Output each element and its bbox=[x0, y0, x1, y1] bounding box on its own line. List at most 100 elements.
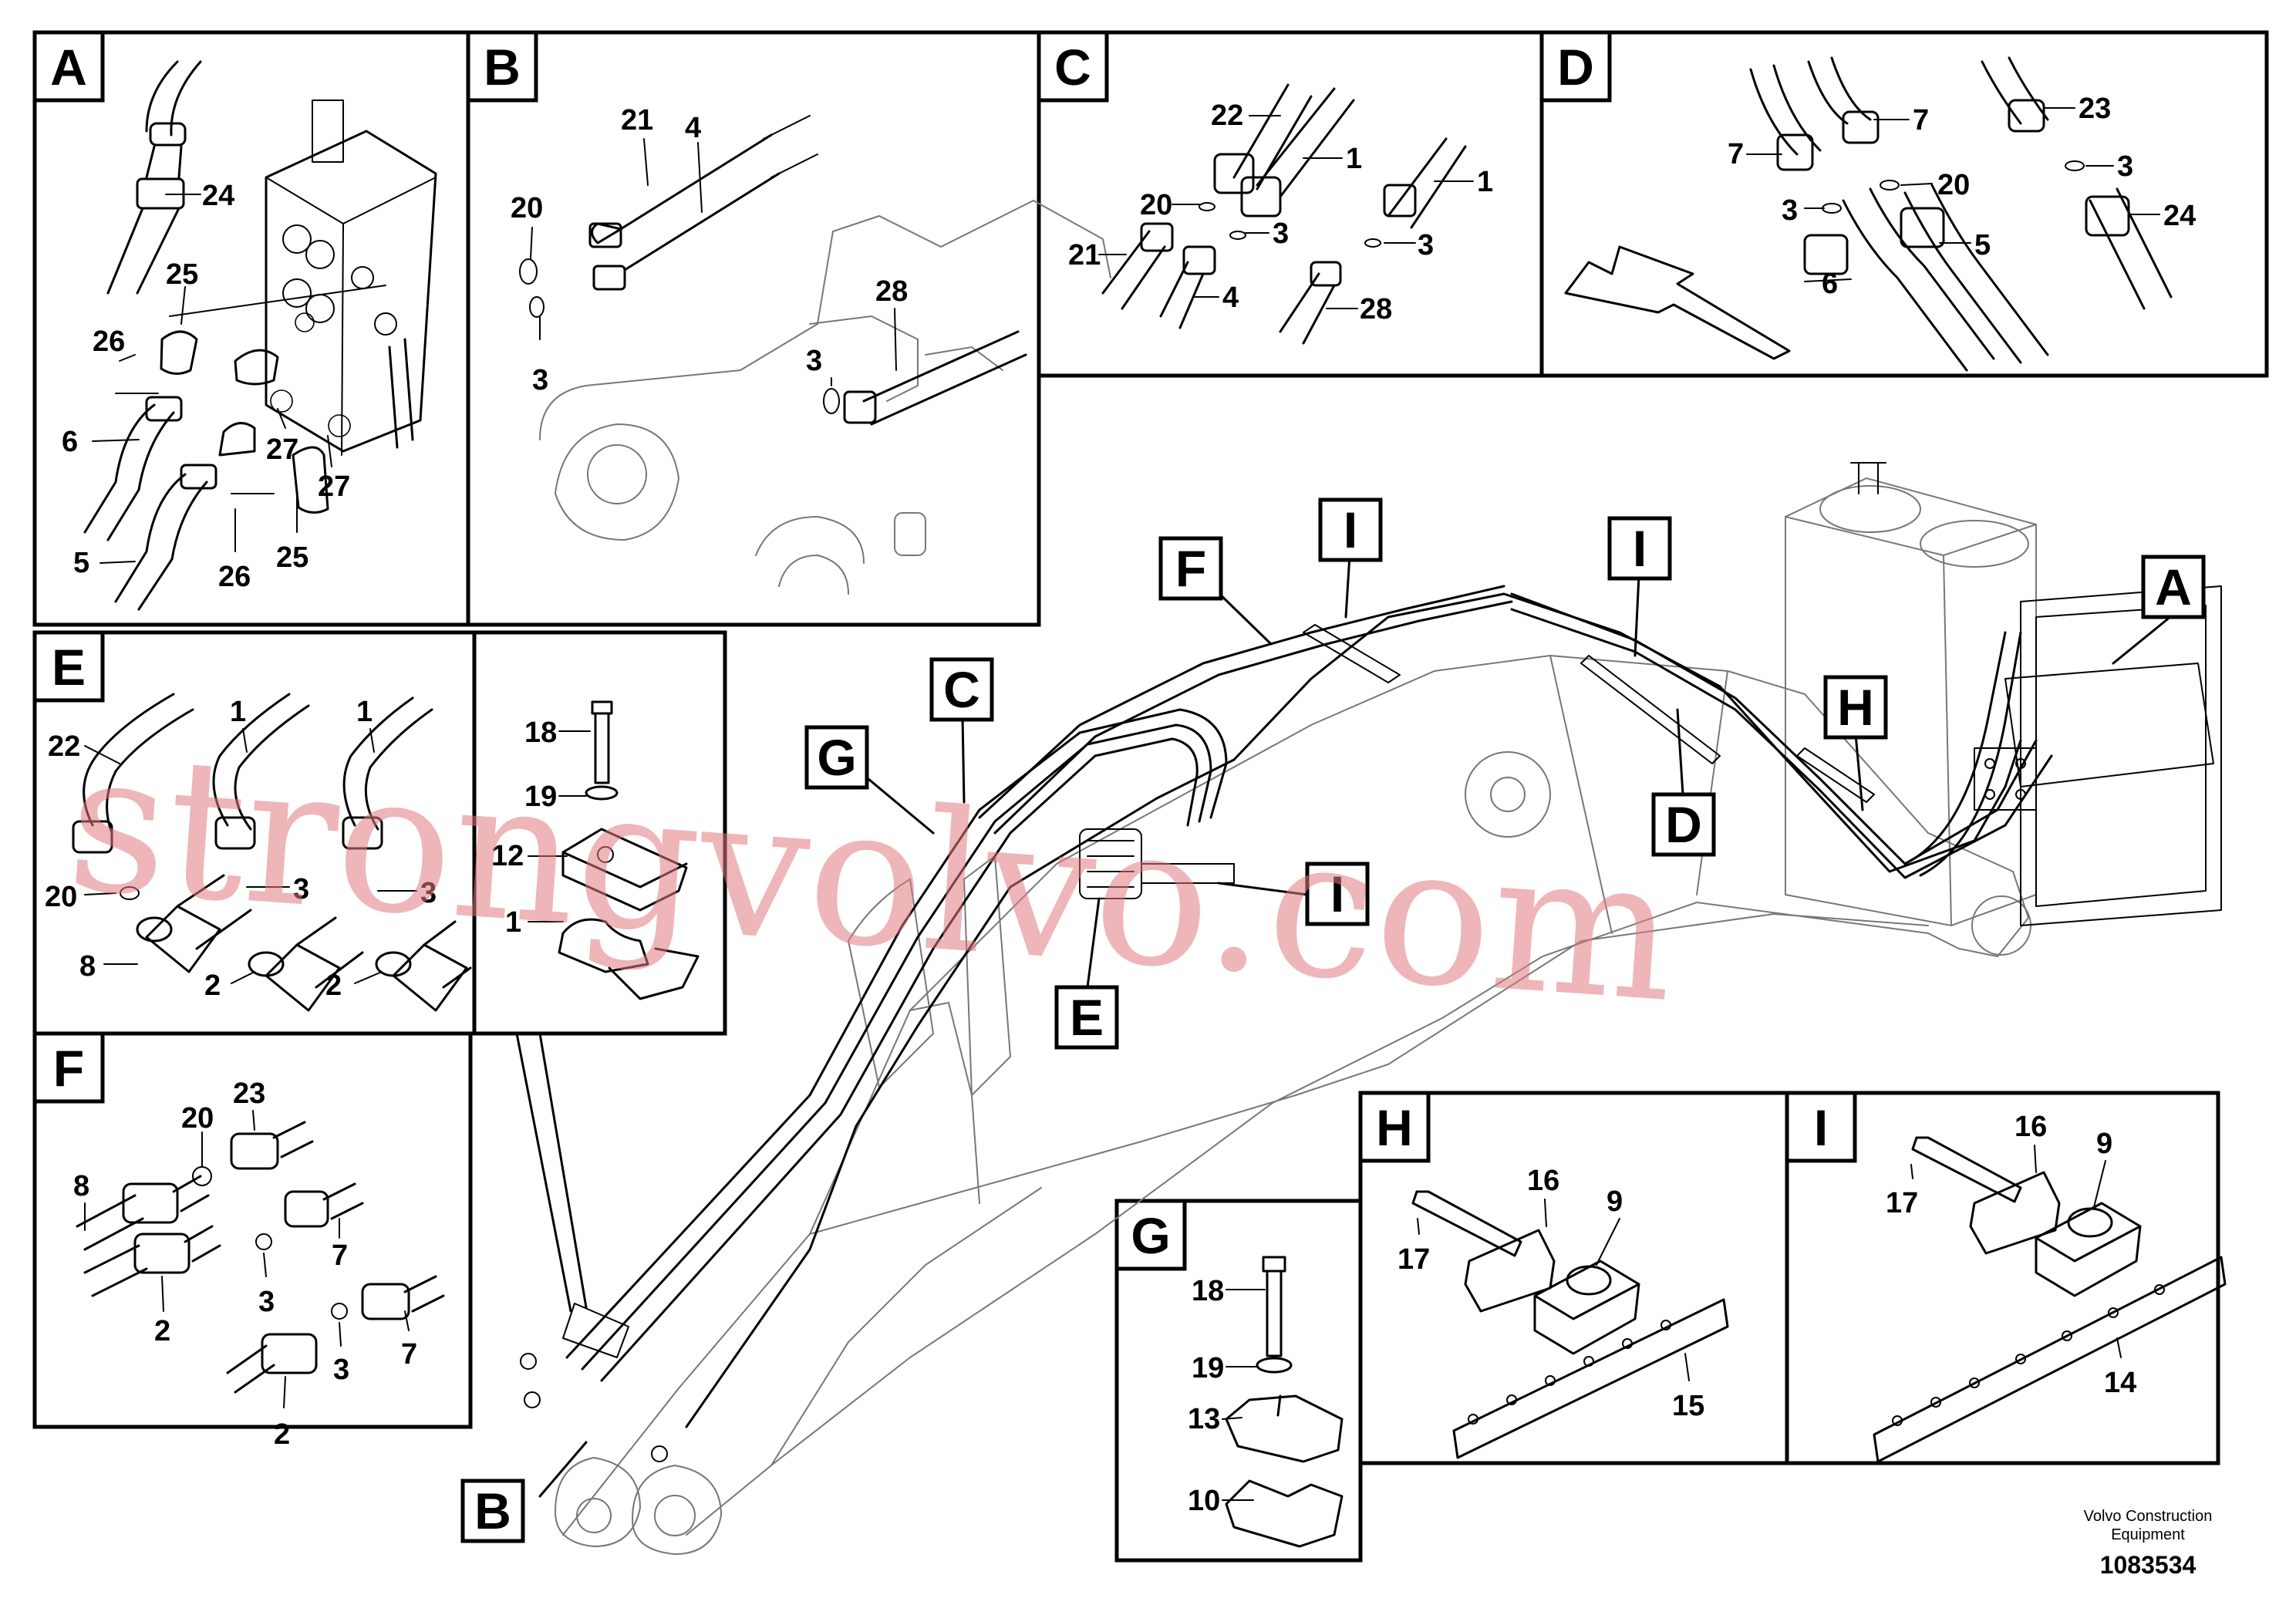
svg-text:I: I bbox=[1633, 520, 1647, 577]
svg-text:2: 2 bbox=[204, 969, 221, 1002]
svg-text:20: 20 bbox=[1937, 169, 1970, 201]
panel-tab-a: A bbox=[32, 30, 105, 103]
panel-i-small-frame bbox=[472, 630, 727, 1036]
panel-g-callouts: 18 19 13 10 bbox=[1188, 1275, 1266, 1517]
panel-d-drawing bbox=[1564, 56, 2173, 372]
svg-text:14: 14 bbox=[2104, 1367, 2136, 1399]
svg-text:7: 7 bbox=[1913, 104, 1929, 137]
svg-text:6: 6 bbox=[62, 426, 78, 458]
svg-text:G: G bbox=[1131, 1207, 1170, 1264]
svg-text:7: 7 bbox=[332, 1239, 348, 1272]
svg-text:1: 1 bbox=[356, 696, 373, 728]
svg-text:A: A bbox=[2155, 558, 2192, 615]
svg-text:26: 26 bbox=[93, 325, 125, 358]
svg-text:2: 2 bbox=[325, 969, 342, 1002]
svg-text:20: 20 bbox=[511, 192, 543, 224]
svg-text:1: 1 bbox=[1477, 166, 1493, 198]
svg-text:3: 3 bbox=[532, 364, 548, 396]
svg-text:D: D bbox=[1557, 39, 1594, 96]
svg-text:E: E bbox=[1070, 989, 1104, 1046]
svg-text:7: 7 bbox=[401, 1338, 417, 1371]
svg-text:9: 9 bbox=[1607, 1185, 1623, 1218]
svg-text:16: 16 bbox=[2014, 1111, 2047, 1143]
svg-text:3: 3 bbox=[258, 1286, 275, 1318]
panel-a-drawing bbox=[83, 60, 437, 611]
svg-text:8: 8 bbox=[79, 950, 96, 983]
panel-i-small-drawing bbox=[558, 700, 700, 1000]
svg-text:1: 1 bbox=[1346, 143, 1362, 175]
panel-c-drawing bbox=[1101, 83, 1467, 345]
svg-text:18: 18 bbox=[1192, 1275, 1224, 1307]
panel-d-frame bbox=[1539, 30, 2269, 378]
svg-text:13: 13 bbox=[1188, 1403, 1220, 1435]
panel-tab-e: E bbox=[32, 630, 105, 703]
svg-text:D: D bbox=[1665, 796, 1702, 853]
svg-text:B: B bbox=[484, 39, 521, 96]
svg-text:19: 19 bbox=[1192, 1352, 1224, 1384]
svg-text:20: 20 bbox=[1140, 189, 1172, 221]
panel-tab-g: G bbox=[1114, 1199, 1187, 1271]
panel-i-callouts: 16 9 17 14 bbox=[1886, 1111, 2136, 1399]
panel-b-frame bbox=[466, 30, 1041, 627]
panel-a-callouts: 24 25 26 27 6 27 5 26 25 bbox=[62, 180, 350, 593]
panel-tab-b: B bbox=[466, 30, 538, 103]
svg-text:4: 4 bbox=[685, 112, 701, 144]
panel-c-callouts: 22 1 20 3 21 4 1 3 28 bbox=[1068, 99, 1493, 325]
panel-g-drawing bbox=[1225, 1256, 1344, 1548]
svg-text:22: 22 bbox=[48, 730, 80, 763]
svg-text:27: 27 bbox=[318, 470, 350, 503]
svg-text:3: 3 bbox=[806, 345, 822, 377]
svg-text:9: 9 bbox=[2096, 1128, 2112, 1160]
panel-h-drawing bbox=[1411, 1190, 1729, 1459]
svg-text:20: 20 bbox=[181, 1102, 214, 1135]
svg-text:2: 2 bbox=[154, 1315, 170, 1347]
svg-text:Equipment: Equipment bbox=[2111, 1526, 2185, 1543]
panel-e-drawing bbox=[72, 693, 472, 1012]
panel-i-drawing bbox=[1873, 1136, 2227, 1463]
panel-f-frame bbox=[32, 1031, 473, 1429]
svg-text:25: 25 bbox=[166, 258, 198, 291]
panel-tab-d: D bbox=[1539, 30, 1612, 103]
panel-b-drawing bbox=[539, 115, 1111, 595]
svg-text:Volvo Construction: Volvo Construction bbox=[2084, 1508, 2213, 1525]
svg-text:16: 16 bbox=[1527, 1165, 1559, 1197]
svg-text:24: 24 bbox=[202, 180, 234, 212]
svg-text:23: 23 bbox=[2079, 93, 2111, 125]
svg-text:A: A bbox=[50, 39, 87, 96]
svg-text:F: F bbox=[53, 1040, 84, 1097]
title-block: Volvo Construction Equipment 1083534 bbox=[2084, 1508, 2213, 1579]
svg-text:E: E bbox=[52, 639, 86, 696]
svg-text:G: G bbox=[817, 729, 856, 786]
main-labels: F I I A C G H D I E B bbox=[460, 497, 2206, 1543]
svg-text:7: 7 bbox=[1728, 138, 1744, 170]
svg-text:17: 17 bbox=[1397, 1243, 1430, 1276]
svg-text:22: 22 bbox=[1211, 99, 1243, 132]
svg-text:4: 4 bbox=[1222, 282, 1239, 314]
svg-text:3: 3 bbox=[333, 1354, 349, 1386]
svg-text:27: 27 bbox=[266, 433, 298, 466]
svg-text:C: C bbox=[943, 661, 980, 718]
svg-text:21: 21 bbox=[1068, 239, 1101, 271]
svg-text:8: 8 bbox=[73, 1170, 89, 1202]
panel-i-frame bbox=[1785, 1091, 2220, 1465]
svg-text:25: 25 bbox=[276, 541, 308, 574]
svg-text:10: 10 bbox=[1188, 1485, 1220, 1517]
svg-text:21: 21 bbox=[621, 104, 653, 137]
svg-text:3: 3 bbox=[1273, 218, 1289, 250]
panel-tab-f: F bbox=[32, 1031, 105, 1104]
panel-h-callouts: 16 9 17 15 bbox=[1397, 1165, 1704, 1422]
panel-c-frame bbox=[1037, 30, 1544, 378]
svg-text:15: 15 bbox=[1672, 1390, 1704, 1422]
panel-tab-h: H bbox=[1358, 1091, 1431, 1163]
svg-text:C: C bbox=[1054, 39, 1091, 96]
svg-text:1083534: 1083534 bbox=[2100, 1551, 2197, 1579]
svg-text:H: H bbox=[1837, 679, 1874, 736]
svg-text:I: I bbox=[1330, 865, 1344, 922]
svg-text:I: I bbox=[1344, 501, 1357, 558]
svg-text:3: 3 bbox=[1782, 194, 1798, 227]
svg-text:3: 3 bbox=[420, 877, 437, 909]
svg-text:24: 24 bbox=[2163, 200, 2196, 232]
svg-text:I: I bbox=[1814, 1099, 1828, 1156]
svg-text:F: F bbox=[1175, 540, 1206, 597]
